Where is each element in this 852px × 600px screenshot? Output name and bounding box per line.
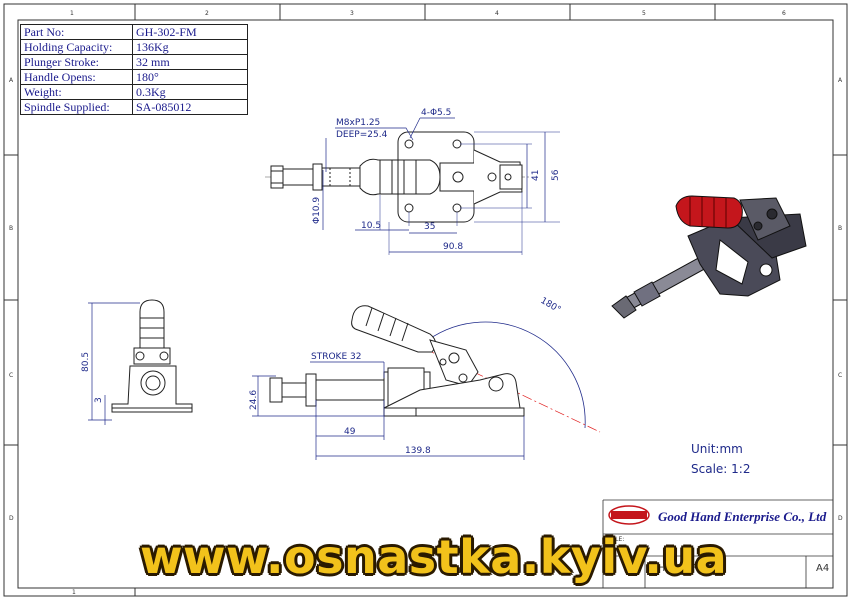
stroke-label: STROKE 32 — [311, 352, 361, 362]
top-view-labels: M8xP1.25 DEEP=25.4 4-Φ5.5 Φ10.9 10.5 35 … — [312, 108, 561, 252]
spec-value: 32 mm — [132, 54, 248, 70]
row-label-c-right: C — [838, 372, 842, 379]
side-view — [269, 305, 601, 433]
dim-80-5: 80.5 — [81, 352, 91, 372]
end-view-labels: 80.5 3 — [81, 352, 104, 403]
spec-row: Weight:0.3Kg — [20, 84, 248, 100]
dim-24-6: 24.6 — [249, 390, 259, 410]
spec-key: Weight: — [20, 84, 133, 100]
dim-dia-10-9: Φ10.9 — [312, 197, 322, 224]
row-label-a: A — [9, 77, 14, 84]
end-view — [111, 299, 193, 413]
dim-49: 49 — [344, 427, 356, 437]
col-label-2: 2 — [205, 10, 209, 17]
border-zone-ticks — [4, 4, 847, 596]
end-view-dimensions — [88, 302, 140, 425]
dim-10-5: 10.5 — [361, 221, 381, 231]
spec-row: Holding Capacity:136Kg — [20, 39, 248, 55]
title-block — [602, 499, 833, 588]
thread-label: M8xP1.25 — [336, 118, 380, 128]
col-label-3: 3 — [350, 10, 354, 17]
holes-label: 4-Φ5.5 — [421, 108, 451, 118]
spec-row: Part No:GH-302-FM — [20, 24, 248, 40]
top-view — [265, 131, 530, 223]
row-label-b-right: B — [838, 225, 842, 232]
col-label-6: 6 — [782, 10, 786, 17]
row-label-b: B — [9, 225, 13, 232]
scale-note: Scale: 1:2 — [691, 462, 751, 476]
spec-key: Holding Capacity: — [20, 39, 133, 55]
col-label-1-bottom: 1 — [72, 589, 76, 596]
spec-key: Handle Opens: — [20, 69, 133, 85]
depth-label: DEEP=25.4 — [336, 130, 388, 140]
spec-value: 0.3Kg — [132, 84, 248, 100]
border-labels: 1 2 3 4 5 6 1 A B C D A B C D — [9, 10, 843, 596]
company-name: Good Hand Enterprise Co., Ltd — [658, 509, 827, 524]
spec-key: Spindle Supplied: — [20, 99, 133, 115]
spec-key: Plunger Stroke: — [20, 54, 133, 70]
spec-row: Spindle Supplied:SA-085012 — [20, 99, 248, 115]
dim-56: 56 — [551, 169, 561, 181]
dim-3: 3 — [94, 397, 104, 403]
spec-key: Part No: — [20, 24, 133, 40]
row-label-a-right: A — [838, 77, 843, 84]
angle-label: 180° — [539, 296, 563, 316]
spec-row: Plunger Stroke:32 mm — [20, 54, 248, 70]
sheet-size: A4 — [816, 563, 830, 574]
spec-value: GH-302-FM — [132, 24, 248, 40]
top-view-dimensions — [322, 117, 560, 255]
row-label-d: D — [9, 515, 14, 522]
row-label-d-right: D — [838, 515, 843, 522]
dim-35: 35 — [424, 222, 435, 232]
col-label-1: 1 — [70, 10, 74, 17]
company-logo — [608, 505, 650, 525]
iso-view — [611, 195, 807, 319]
dim-90-8: 90.8 — [443, 242, 463, 252]
dim-41: 41 — [531, 170, 541, 181]
title-label: TITLE: — [606, 536, 625, 543]
col-label-4: 4 — [495, 10, 499, 17]
col-label-5: 5 — [642, 10, 646, 17]
spec-table: Part No:GH-302-FM Holding Capacity:136Kg… — [20, 24, 248, 115]
spec-row: Handle Opens:180° — [20, 69, 248, 85]
row-label-c: C — [9, 372, 13, 379]
side-view-dimensions — [252, 361, 525, 460]
dim-139-8: 139.8 — [405, 446, 431, 456]
drawing-number: GH-302-FM — [650, 563, 706, 574]
spec-value: SA-085012 — [132, 99, 248, 115]
spec-value: 136Kg — [132, 39, 248, 55]
watermark-url: www.osnastka.kyiv.ua — [140, 530, 728, 584]
unit-note: Unit:mm — [691, 442, 743, 456]
spec-value: 180° — [132, 69, 248, 85]
